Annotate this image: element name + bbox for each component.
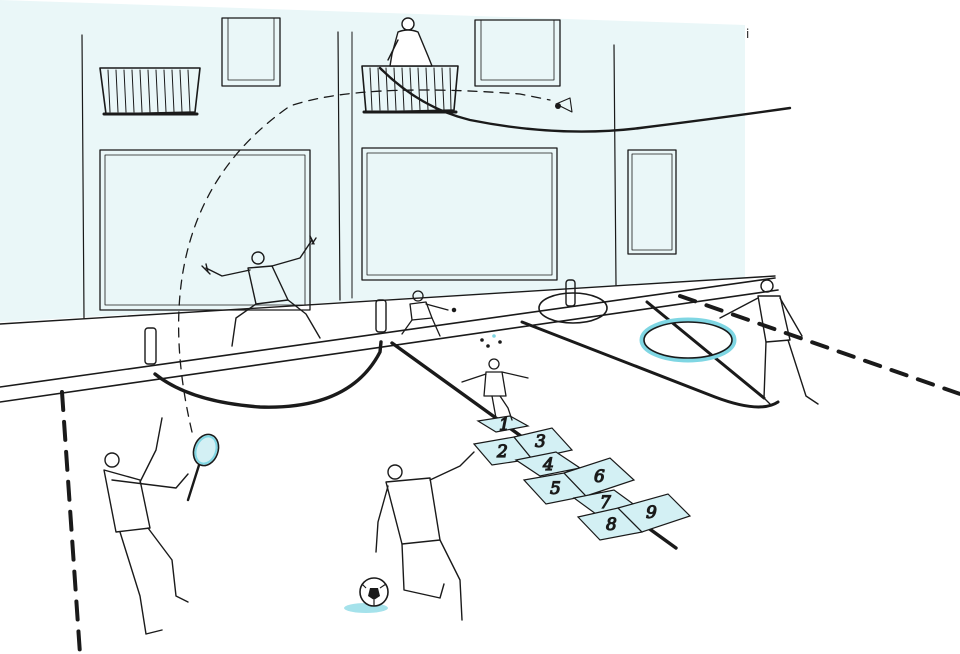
pilaster [81, 34, 85, 319]
bollard [144, 327, 157, 365]
shuttlecock-icon [555, 97, 573, 113]
hopscotch-label-5: 5 [550, 479, 561, 499]
tennis-racket-icon [186, 433, 220, 502]
balcony-center [361, 65, 459, 114]
hopscotch-square-6 [562, 457, 636, 497]
crouching-child [401, 290, 457, 337]
hopscotch-grid: 1 2 3 4 5 6 7 8 9 [472, 414, 692, 541]
hula-hoop-icon [639, 317, 737, 363]
pilaster [613, 44, 617, 286]
kerb-bottom [0, 289, 779, 403]
bollard [375, 299, 387, 333]
shop-window [366, 152, 553, 276]
shuttle-trajectory [177, 89, 551, 433]
upper-window [227, 17, 275, 81]
tennis-player [103, 417, 189, 635]
shop-window [104, 154, 306, 306]
ring-toss-ring [538, 292, 608, 324]
hopscotch-label-2: 2 [496, 442, 508, 462]
squatting-player [201, 235, 321, 347]
hopscotch-label-7: 7 [600, 493, 611, 513]
corner-mark: ⅰ [746, 27, 749, 41]
hopscotch-label-9: 9 [646, 503, 657, 523]
shop-window [361, 147, 558, 281]
football-player [375, 451, 475, 621]
building-facade: ⅰ [0, 0, 749, 322]
wall-base-line [0, 275, 776, 325]
hoop-player [719, 279, 819, 405]
hopscotch-child [461, 358, 529, 421]
shop-window [99, 149, 311, 311]
marbles [480, 334, 502, 348]
hopscotch-label-6: 6 [594, 467, 605, 487]
jump-rope [378, 66, 792, 133]
dashed-boundary-right [678, 294, 960, 396]
door [627, 149, 677, 255]
hopscotch-label-3: 3 [535, 432, 546, 452]
door [631, 153, 673, 251]
balcony-person [387, 17, 433, 67]
sidewalk [0, 275, 779, 403]
dashed-boundary-left [60, 390, 82, 654]
soccer-ball-icon [344, 577, 389, 613]
pilaster [337, 31, 341, 301]
hopscotch-label-1: 1 [499, 415, 510, 435]
upper-window [480, 19, 555, 81]
court-line-right [645, 300, 766, 400]
facade-wall [0, 0, 745, 322]
court-arc-right [520, 320, 780, 409]
hopscotch-square-9 [616, 493, 692, 533]
balcony-left [99, 67, 201, 116]
hopscotch-label-4: 4 [542, 455, 554, 475]
court-arc [153, 340, 383, 409]
hopscotch-label-8: 8 [606, 515, 617, 535]
hopscotch-square-3 [512, 427, 574, 460]
kerb-top [0, 277, 776, 388]
hopscotch-square-1 [476, 415, 530, 433]
